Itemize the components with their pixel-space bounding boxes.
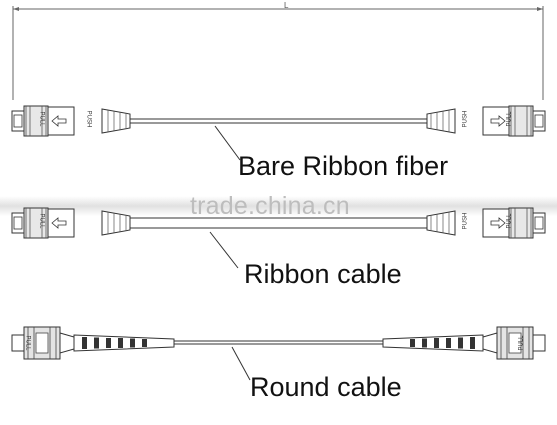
pull-text-2r: PULL bbox=[506, 213, 513, 229]
bare-ribbon-assembly bbox=[11, 105, 546, 161]
leader-line-bare bbox=[214, 125, 241, 161]
pull-text-3l: PULL bbox=[24, 335, 31, 351]
push-text-1r: PUSH bbox=[462, 110, 469, 128]
label-ribbon-cable: Ribbon cable bbox=[244, 259, 402, 289]
watermark-text: trade.china.cn bbox=[190, 192, 350, 220]
round-cable-assembly bbox=[11, 326, 546, 381]
dimension-label: L bbox=[284, 1, 289, 10]
dimension-line bbox=[12, 6, 544, 100]
pull-text-3r: PULL bbox=[518, 335, 525, 351]
ribbon-cable-assembly bbox=[11, 207, 546, 269]
leader-line-ribbon bbox=[209, 231, 239, 269]
label-round-cable: Round cable bbox=[250, 372, 402, 402]
leader-line-round bbox=[231, 346, 251, 381]
watermark-band bbox=[0, 196, 557, 216]
push-text-1l: PUSH bbox=[85, 110, 92, 128]
pull-text-2l: PULL bbox=[38, 213, 45, 229]
push-text-2r: PUSH bbox=[462, 212, 469, 230]
pull-text-1l: PULL bbox=[38, 111, 45, 127]
label-bare-ribbon: Bare Ribbon fiber bbox=[238, 151, 449, 181]
pull-text-1r: PULL bbox=[506, 111, 513, 127]
